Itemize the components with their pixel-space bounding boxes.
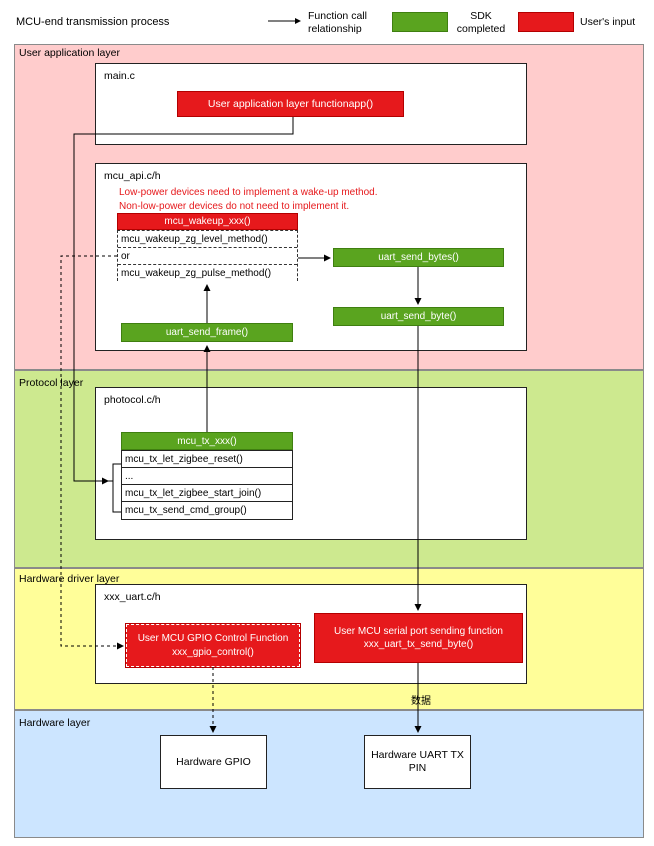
hardware-driver-layer-title: Hardware driver layer	[19, 573, 120, 585]
protocol-title: photocol.c/h	[104, 394, 161, 406]
uart-send-bytes-node: uart_send_bytes()	[333, 248, 504, 267]
legend-arrow-icon	[268, 18, 301, 24]
hardware-uart-line1: Hardware UART TX	[371, 749, 464, 761]
protocol-layer-title: Protocol layer	[19, 377, 84, 389]
app-to-mcu-tx-connector	[73, 117, 294, 485]
legend-sdk-swatch	[392, 12, 448, 32]
wakeup-to-gpio-connector	[60, 255, 124, 650]
uart-tx-line1: User MCU serial port sending function	[334, 625, 503, 637]
tx-list-bracket	[112, 463, 121, 513]
legend-user-swatch	[518, 12, 574, 32]
wakeup-group: mcu_wakeup_zg_level_method() or mcu_wake…	[117, 230, 298, 281]
hardware-gpio-box: Hardware GPIO	[160, 735, 267, 789]
wakeup-level-method: mcu_wakeup_zg_level_method()	[118, 231, 297, 248]
tx-ellipsis: ...	[122, 468, 292, 485]
tx-zigbee-reset: mcu_tx_let_zigbee_reset()	[122, 451, 292, 468]
gpio-control-line2: xxx_gpio_control()	[172, 646, 254, 658]
uart-tx-node: User MCU serial port sending function xx…	[314, 613, 523, 663]
gpio-control-node: User MCU GPIO Control Function xxx_gpio_…	[125, 623, 301, 668]
legend-user-label: User's input	[580, 16, 636, 28]
main-c-title: main.c	[104, 70, 135, 82]
legend-arrow-label: Function call relationship	[308, 10, 367, 35]
legend-sdk-label: SDK completed	[456, 10, 506, 35]
hardware-layer: Hardware layer	[14, 710, 644, 838]
mcu-tx-list: mcu_tx_let_zigbee_reset() ... mcu_tx_let…	[121, 450, 293, 520]
user-application-layer-title: User application layer	[19, 47, 120, 59]
wakeup-pulse-method: mcu_wakeup_zg_pulse_method()	[118, 265, 297, 281]
wakeup-header-node: mcu_wakeup_xxx()	[117, 213, 298, 230]
gpio-control-line1: User MCU GPIO Control Function	[137, 633, 289, 644]
low-power-note-line2: Non-low-power devices do not need to imp…	[119, 201, 350, 212]
uart-send-byte-node: uart_send_byte()	[333, 307, 504, 326]
tx-send-cmd-group: mcu_tx_send_cmd_group()	[122, 502, 292, 519]
mcu-tx-header-node: mcu_tx_xxx()	[121, 432, 293, 450]
diagram-title: MCU-end transmission process	[16, 16, 170, 28]
wakeup-or-label: or	[118, 248, 297, 265]
low-power-note-line1: Low-power devices need to implement a wa…	[119, 187, 378, 198]
legend: Function call relationship SDK completed…	[268, 6, 648, 42]
driver-title: xxx_uart.c/h	[104, 591, 161, 603]
uart-send-frame-node: uart_send_frame()	[121, 323, 293, 342]
data-label: 数据	[411, 696, 431, 707]
app-function-node: User application layer functionapp()	[177, 91, 404, 117]
uart-tx-line2: xxx_uart_tx_send_byte()	[363, 639, 474, 650]
tx-zigbee-start-join: mcu_tx_let_zigbee_start_join()	[122, 485, 292, 502]
mcu-api-title: mcu_api.c/h	[104, 170, 161, 182]
hardware-uart-line2: PIN	[408, 762, 427, 774]
hardware-uart-box: Hardware UART TX PIN	[364, 735, 471, 789]
hardware-layer-title: Hardware layer	[19, 717, 91, 729]
